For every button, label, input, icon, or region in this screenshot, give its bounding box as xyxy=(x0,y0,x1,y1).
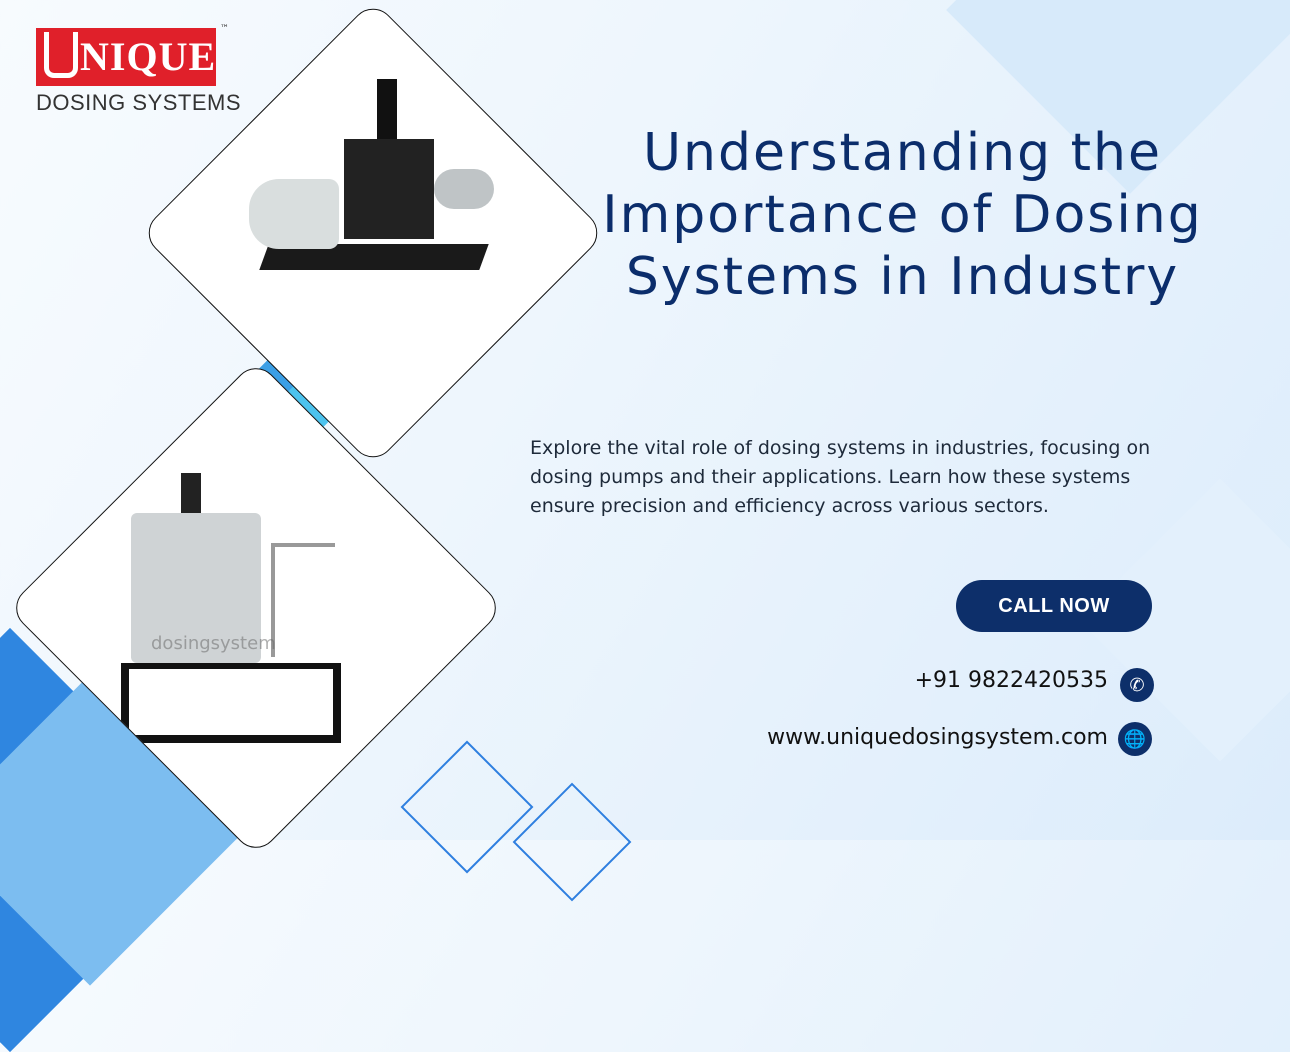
phone-icon: ✆ xyxy=(1120,668,1154,702)
logo-word: NIQUE xyxy=(80,34,217,79)
description: Explore the vital role of dosing systems… xyxy=(530,437,1151,517)
logo-badge: NIQUE xyxy=(36,28,216,86)
tank-photo: dosingsystem xyxy=(81,433,431,783)
website-link[interactable]: www.uniquedosingsystem.com xyxy=(767,725,1108,750)
logo-trademark: ™ xyxy=(220,24,229,34)
pump-photo xyxy=(209,69,537,397)
logo-tagline: DOSING SYSTEMS xyxy=(36,90,242,115)
logo: NIQUE DOSING SYSTEMS xyxy=(36,28,241,116)
phone-number[interactable]: +91 9822420535 xyxy=(914,668,1108,693)
globe-icon: 🌐 xyxy=(1118,722,1152,756)
call-now-button[interactable]: CALL NOW xyxy=(956,580,1152,632)
bg-outline-diamond xyxy=(400,740,534,874)
page-title: Understanding the Importance of Dosing S… xyxy=(602,123,1203,307)
logo-beaker-icon xyxy=(44,32,78,78)
bg-outline-diamond-2 xyxy=(512,782,632,902)
watermark: dosingsystem xyxy=(151,633,276,654)
